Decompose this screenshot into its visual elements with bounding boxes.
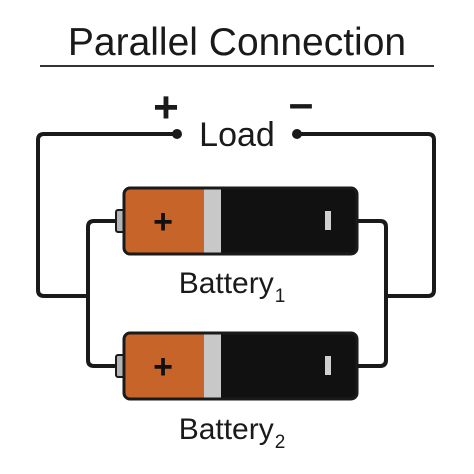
load-negative-symbol: – (289, 79, 313, 128)
diagram-title: Parallel Connection (68, 21, 406, 64)
battery-1-positive-mark: + (153, 203, 173, 241)
load-terminal-negative (292, 129, 302, 139)
load-label: Load (199, 116, 275, 154)
battery-2-negative-mark (325, 356, 331, 375)
wire-negative-bus (355, 219, 388, 368)
battery-1-negative-mark (325, 211, 331, 230)
load-terminal-positive (172, 129, 182, 139)
battery-1-positive-section (124, 188, 204, 254)
battery-2-subscript: 2 (275, 432, 286, 453)
battery-1-outline (122, 186, 359, 256)
battery-2-outline (122, 331, 359, 401)
battery-1-band (204, 188, 221, 254)
battery-1-label: Battery1 (179, 267, 286, 307)
battery-2-label: Battery2 (179, 413, 286, 453)
battery-1: + (115, 186, 359, 256)
battery-2: + (115, 331, 359, 401)
battery-2-positive-section (124, 333, 204, 399)
load-positive-symbol: + (153, 83, 179, 132)
wire-load-negative-to-battery1 (295, 132, 436, 298)
battery-2-positive-mark: + (153, 348, 173, 386)
circuit-wires (36, 132, 436, 368)
wire-positive-bus (86, 219, 120, 368)
wire-load-positive-to-battery1 (36, 132, 179, 298)
battery-1-subscript: 1 (275, 286, 286, 307)
battery-2-band (204, 333, 221, 399)
